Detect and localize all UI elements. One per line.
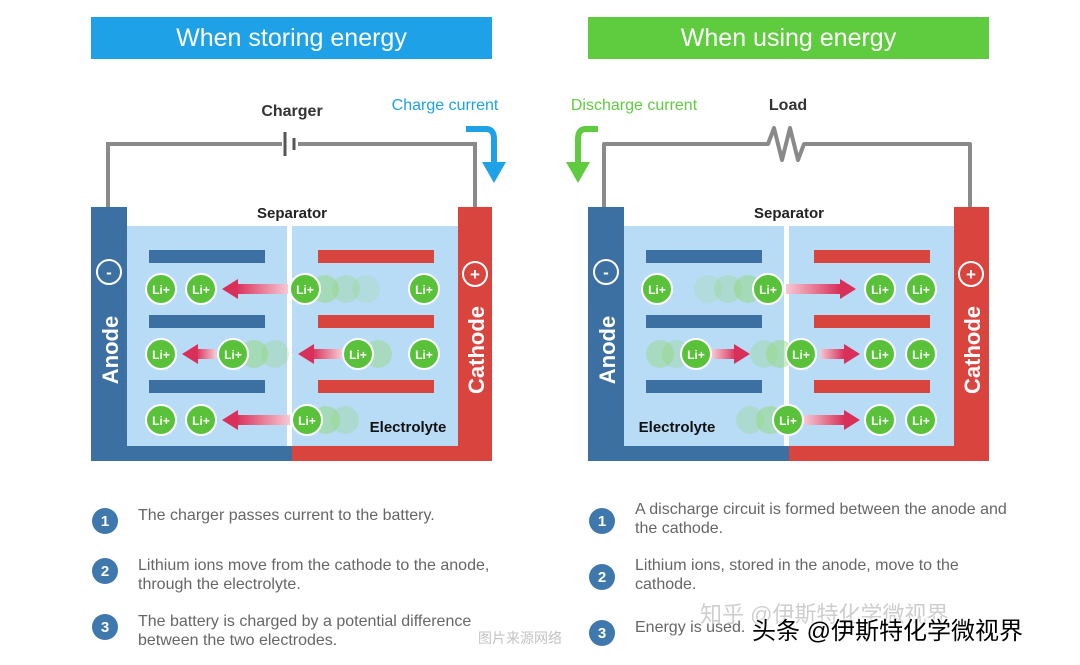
svg-text:Li+: Li+ <box>349 348 367 362</box>
svg-text:Li+: Li+ <box>871 414 889 428</box>
left-step-2: 2 Lithium ions move from the cathode to … <box>92 556 518 594</box>
svg-text:Li+: Li+ <box>415 283 433 297</box>
left-separator-label: Separator <box>257 205 327 222</box>
left-step-3: 3 The battery is charged by a potential … <box>92 612 518 650</box>
svg-text:Li+: Li+ <box>415 348 433 362</box>
svg-text:Li+: Li+ <box>687 348 705 362</box>
left-circuit-wire <box>106 132 477 207</box>
li-ion: Li+ <box>185 273 217 305</box>
li-ion: Li+ <box>641 273 673 305</box>
li-ion: Li+ <box>145 273 177 305</box>
li-ion: Li+ <box>864 338 896 370</box>
charge-current-label: Charge current <box>392 97 499 114</box>
svg-text:Li+: Li+ <box>871 348 889 362</box>
left-anode-label: Anode <box>98 316 123 384</box>
step-number: 3 <box>589 620 615 646</box>
left-cathode-plus-icon: + <box>462 261 488 287</box>
svg-text:Li+: Li+ <box>298 414 316 428</box>
li-ion: Li+ <box>145 404 177 436</box>
charger-label: Charger <box>261 103 322 120</box>
step-text: Lithium ions move from the cathode to th… <box>138 557 490 593</box>
step-number: 1 <box>589 508 615 534</box>
svg-text:Li+: Li+ <box>779 414 797 428</box>
left-cathode-label: Cathode <box>464 306 489 394</box>
right-cathode-label: Cathode <box>960 306 985 394</box>
step-text: Energy is used. <box>635 619 746 636</box>
svg-text:Li+: Li+ <box>912 283 930 297</box>
svg-text:-: - <box>603 263 609 282</box>
svg-text:Li+: Li+ <box>224 348 242 362</box>
right-step-3: 3 Energy is used. <box>589 618 775 646</box>
step-text: The battery is charged by a potential di… <box>138 613 472 649</box>
right-step-2: 2 Lithium ions, stored in the anode, mov… <box>589 556 1015 594</box>
zhihu-watermark: 知乎 @伊斯特化学微视界 <box>700 602 949 627</box>
storing-energy-title: When storing energy <box>91 17 492 59</box>
right-ion-arrows <box>712 279 860 430</box>
using-energy-title: When using energy <box>588 17 989 59</box>
li-ion: Li+ <box>785 338 817 370</box>
discharge-current-arrow <box>575 126 598 165</box>
load-label: Load <box>769 97 807 114</box>
li-ion: Li+ <box>291 404 323 436</box>
li-ion: Li+ <box>772 404 804 436</box>
svg-text:Li+: Li+ <box>192 283 210 297</box>
svg-text:+: + <box>470 265 480 284</box>
li-ion: Li+ <box>905 404 937 436</box>
svg-text:Li+: Li+ <box>871 283 889 297</box>
left-anode-minus-icon: - <box>96 259 122 285</box>
li-ion: Li+ <box>217 338 249 370</box>
step-text: The charger passes current to the batter… <box>138 507 435 524</box>
li-ion: Li+ <box>408 273 440 305</box>
svg-text:+: + <box>966 265 976 284</box>
li-ion: Li+ <box>289 273 321 305</box>
discharge-current-label: Discharge current <box>571 97 698 114</box>
left-electrolyte-label: Electrolyte <box>370 419 447 436</box>
li-ion: Li+ <box>752 273 784 305</box>
step-number: 1 <box>92 508 118 534</box>
svg-text:Li+: Li+ <box>296 283 314 297</box>
li-ion: Li+ <box>905 338 937 370</box>
svg-text:Li+: Li+ <box>912 414 930 428</box>
li-ion: Li+ <box>864 273 896 305</box>
step-number: 3 <box>92 614 118 640</box>
right-cathode-plus-icon: + <box>958 261 984 287</box>
step-number: 2 <box>92 558 118 584</box>
svg-text:Li+: Li+ <box>152 348 170 362</box>
discharge-arrow-head <box>566 162 590 183</box>
svg-text:Li+: Li+ <box>648 283 666 297</box>
charge-current-arrow <box>466 126 497 165</box>
battery-diagram: Charger Charge current Separator Electro… <box>91 97 989 461</box>
left-ion-arrows <box>182 279 342 430</box>
li-ion: Li+ <box>864 404 896 436</box>
right-anode-label: Anode <box>595 316 620 384</box>
right-circuit-wire <box>602 126 972 207</box>
step-number: 2 <box>589 564 615 590</box>
svg-text:Li+: Li+ <box>759 283 777 297</box>
li-ion: Li+ <box>185 404 217 436</box>
right-step-1: 1 A discharge circuit is formed between … <box>589 500 1015 538</box>
li-ion: Li+ <box>145 338 177 370</box>
step-text: Lithium ions, stored in the anode, move … <box>635 557 959 593</box>
svg-text:Li+: Li+ <box>192 414 210 428</box>
left-step-1: 1 The charger passes current to the batt… <box>92 506 518 534</box>
toutiao-watermark: 头条 @伊斯特化学微视界 <box>752 618 1024 645</box>
svg-text:Li+: Li+ <box>792 348 810 362</box>
charge-arrow-head <box>482 162 506 183</box>
right-separator-label: Separator <box>754 205 824 222</box>
svg-text:Li+: Li+ <box>152 283 170 297</box>
li-ion: Li+ <box>408 338 440 370</box>
li-ion: Li+ <box>905 273 937 305</box>
svg-text:Li+: Li+ <box>912 348 930 362</box>
image-source-credit: 图片来源网络 <box>478 630 562 646</box>
svg-text:-: - <box>106 263 112 282</box>
right-anode-minus-icon: - <box>593 259 619 285</box>
right-electrolyte-label: Electrolyte <box>639 419 716 436</box>
svg-text:Li+: Li+ <box>152 414 170 428</box>
li-ion: Li+ <box>680 338 712 370</box>
step-text: A discharge circuit is formed between th… <box>635 501 1007 537</box>
li-ion: Li+ <box>342 338 374 370</box>
left-battery-cell <box>91 207 492 461</box>
